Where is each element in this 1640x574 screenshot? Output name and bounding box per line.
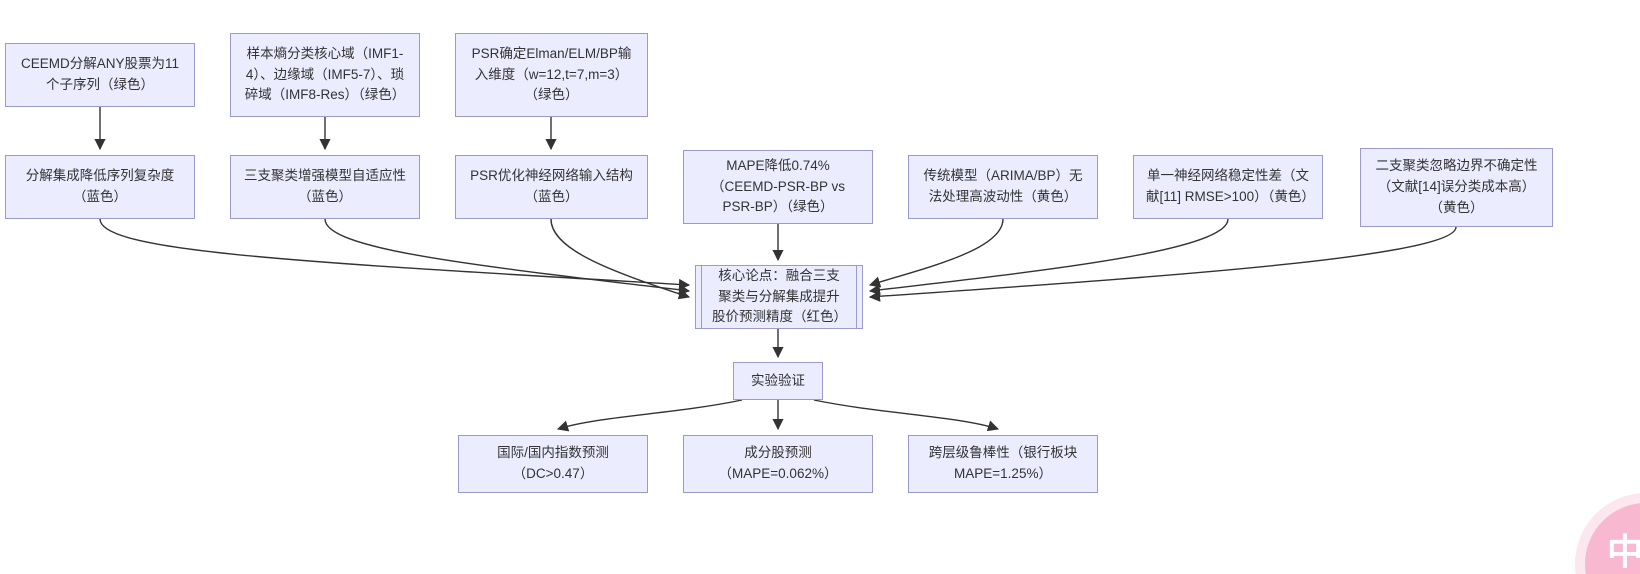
node-psr-input-dimension: PSR确定Elman/ELM/BP输入维度（w=12,t=7,m=3）（绿色） (455, 33, 648, 117)
node-index-forecast: 国际/国内指数预测（DC>0.47） (458, 435, 648, 493)
node-two-way-clustering-limit: 二支聚类忽略边界不确定性（文献[14]误分类成本高）（黄色） (1360, 148, 1553, 227)
node-core-thesis: 核心论点：融合三支聚类与分解集成提升股价预测精度（红色） (695, 265, 863, 329)
arrow-singlenn-to-core (868, 218, 1229, 296)
arrow-threeway-to-core (324, 218, 691, 296)
node-three-way-adaptivity: 三支聚类增强模型自适应性（蓝色） (230, 155, 420, 219)
arrow-experiment-to-index (556, 399, 743, 432)
arrow-decomp-to-core (99, 218, 691, 290)
node-experiment-validation: 实验验证 (733, 362, 823, 400)
arrow-psrstruct-to-core (550, 218, 691, 300)
node-component-stock-forecast: 成分股预测（MAPE=0.062%） (683, 435, 873, 493)
translate-widget-button[interactable]: 中A (1585, 503, 1640, 574)
arrow-experiment-to-robustness (813, 399, 1000, 432)
node-sample-entropy-classification: 样本熵分类核心域（IMF1-4）、边缘域（IMF5-7）、琐碎域（IMF8-Re… (230, 33, 420, 117)
node-single-nn-instability: 单一神经网络稳定性差（文献[11] RMSE>100）（黄色） (1133, 155, 1323, 219)
node-traditional-model-limit: 传统模型（ARIMA/BP）无法处理高波动性（黄色） (908, 155, 1098, 219)
node-decomposition-complexity: 分解集成降低序列复杂度（蓝色） (5, 155, 195, 219)
node-cross-level-robustness: 跨层级鲁棒性（银行板块 MAPE=1.25%） (908, 435, 1098, 493)
node-ceemd-decomposition: CEEMD分解ANY股票为11个子序列（绿色） (5, 43, 195, 107)
node-psr-input-structure: PSR优化神经网络输入结构（蓝色） (455, 155, 648, 219)
arrow-twoway-to-core (868, 226, 1457, 302)
node-mape-reduction: MAPE降低0.74%（CEEMD-PSR-BP vs PSR-BP）（绿色） (683, 150, 873, 224)
arrow-traditional-to-core (868, 218, 1004, 288)
